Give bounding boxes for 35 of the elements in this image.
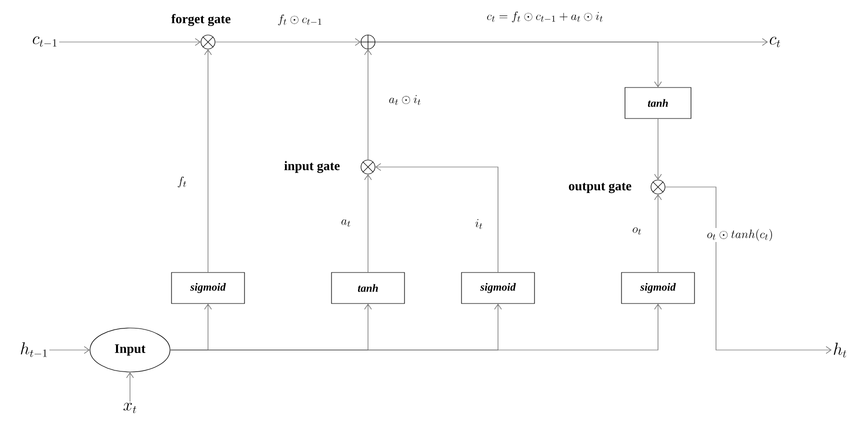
variable-label: $c_t$ bbox=[770, 36, 780, 48]
function-box: sigmoid bbox=[621, 272, 695, 304]
variable-label: $c_{t-1}$ bbox=[32, 36, 56, 47]
edge-label: $o_t \odot tanh(c_t)$ bbox=[706, 228, 774, 242]
function-box: tanh bbox=[624, 87, 692, 119]
edge-label: $a_t \odot i_t$ bbox=[388, 94, 422, 106]
variable-label: $h_{t-1}$ bbox=[20, 342, 47, 357]
arrow bbox=[375, 42, 662, 88]
edge-label: $i_t$ bbox=[474, 218, 484, 230]
variable-label: $x_t$ bbox=[123, 402, 136, 414]
edge-label: $o_t$ bbox=[631, 226, 643, 236]
arrow bbox=[375, 163, 498, 272]
arrow bbox=[126, 372, 134, 402]
arrow bbox=[654, 118, 662, 180]
arrow bbox=[665, 186, 832, 354]
add-symbol bbox=[360, 34, 376, 50]
arrow bbox=[58, 38, 201, 46]
arrow bbox=[204, 49, 212, 272]
gate-label: forget gate bbox=[171, 14, 230, 26]
gate-label: output gate bbox=[568, 182, 632, 194]
function-box: sigmoid bbox=[171, 272, 245, 304]
function-box: tanh bbox=[331, 272, 405, 304]
arrow bbox=[364, 174, 372, 272]
edge-label: $a_t$ bbox=[340, 218, 352, 228]
gate-label: input gate bbox=[284, 161, 340, 173]
arrow bbox=[170, 304, 662, 350]
arrow bbox=[654, 194, 662, 272]
variable-label: $h_t$ bbox=[834, 342, 846, 358]
function-box: sigmoid bbox=[461, 272, 535, 304]
edge-label: $c_t = f_t \odot c_{t-1} + a_t \odot i_t$ bbox=[486, 10, 604, 24]
arrow bbox=[364, 49, 372, 160]
edge-label: $f_t \odot c_{t-1}$ bbox=[276, 14, 324, 26]
edge-label: $f_t$ bbox=[176, 176, 188, 188]
arrow bbox=[49, 346, 90, 354]
arrow bbox=[215, 38, 361, 46]
